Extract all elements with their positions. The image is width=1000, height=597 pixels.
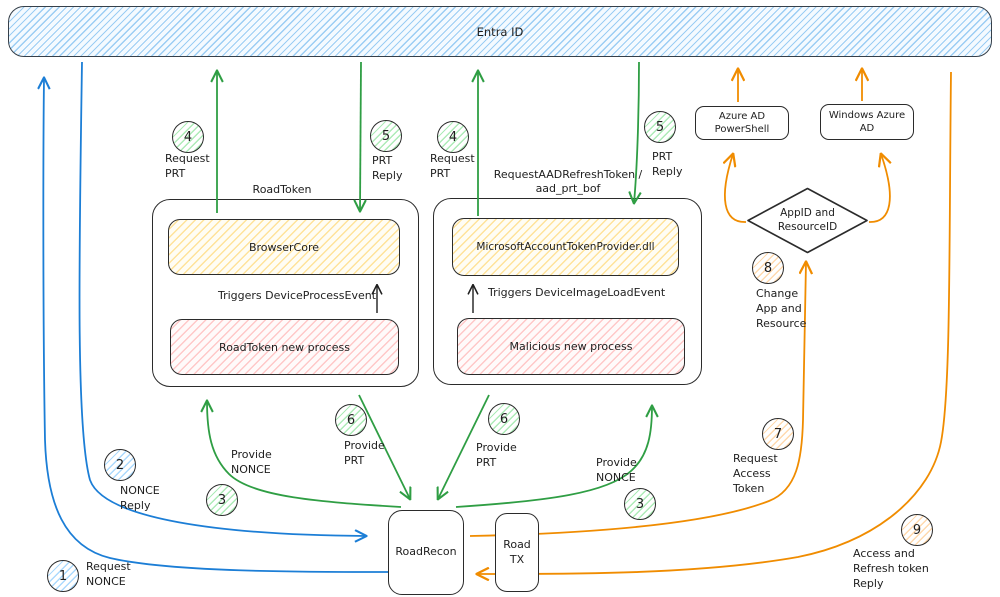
step-6-left-badge: 6 <box>335 404 367 436</box>
roadtoken-new-process-label: RoadToken new process <box>219 340 350 354</box>
step-4-left-badge: 4 <box>172 121 204 153</box>
step-7-badge: 7 <box>762 418 794 450</box>
step-1-badge: 1 <box>47 560 79 592</box>
step-3-left-label: Provide NONCE <box>231 448 272 476</box>
step-3-left-badge: 3 <box>206 484 238 516</box>
step-2-label: NONCE Reply <box>120 484 160 512</box>
step-5-right-badge: 5 <box>644 111 676 143</box>
browsercore-label: BrowserCore <box>248 240 320 254</box>
malicious-new-process-node: Malicious new process <box>457 318 685 375</box>
step-4-left-label: Request PRT <box>165 152 210 180</box>
entra-id-label: Entra ID <box>476 24 524 39</box>
trigger-deviceprocessevent-label: Triggers DeviceProcessEvent <box>218 289 377 302</box>
step-6-right-label: Provide PRT <box>476 441 517 469</box>
token-provider-dll-label: MicrosoftAccountTokenProvider.dll <box>476 241 655 253</box>
step-3-right-badge: 3 <box>624 488 656 520</box>
roadrecon-node: RoadRecon <box>388 510 464 595</box>
step-8-label: Change App and Resource <box>756 287 807 330</box>
malicious-new-process-label: Malicious new process <box>509 340 633 353</box>
step-5-right-label: PRT Reply <box>652 150 683 178</box>
step-6-left-label: Provide PRT <box>344 439 385 467</box>
browsercore-node: BrowserCore <box>168 219 400 275</box>
trigger-deviceimageloadevent-label: Triggers DeviceImageLoadEvent <box>488 286 666 299</box>
step-6-right-badge: 6 <box>488 403 520 435</box>
roadtoken-group-title: RoadToken <box>252 183 312 196</box>
prt-reply-left-arrow <box>360 61 361 211</box>
windows-azure-ad-node: Windows Azure AD <box>820 104 914 140</box>
bof-group-title: RequestAADRefreshToken / aad_prt_bof <box>493 168 643 195</box>
step-9-label: Access and Refresh token Reply <box>853 547 929 590</box>
step-8-badge: 8 <box>752 252 784 284</box>
step-1-label: Request NONCE <box>86 560 131 588</box>
diamond-to-windowsazure-arrow <box>868 154 890 223</box>
step-2-badge: 2 <box>104 449 136 481</box>
token-provider-dll-node: MicrosoftAccountTokenProvider.dll <box>452 218 679 276</box>
step-9-badge: 9 <box>901 514 933 546</box>
entra-id-node: Entra ID <box>8 6 992 57</box>
step-5-left-label: PRT Reply <box>372 154 403 182</box>
roadtoken-new-process-node: RoadToken new process <box>170 319 399 375</box>
roadtx-node: Road TX <box>495 513 539 592</box>
diamond-to-powershell-arrow <box>725 154 747 223</box>
azure-ad-powershell-node: Azure AD PowerShell <box>695 106 789 140</box>
step-7-label: Request Access Token <box>733 452 778 495</box>
step-4-right-label: Request PRT <box>430 152 475 180</box>
step-3-right-label: Provide NONCE <box>596 456 637 484</box>
appid-resourceid-label: AppID and ResourceID <box>777 206 838 233</box>
appid-resourceid-diamond: AppID and ResourceID <box>746 187 869 254</box>
step-5-left-badge: 5 <box>370 120 402 152</box>
step-4-right-badge: 4 <box>437 121 469 153</box>
